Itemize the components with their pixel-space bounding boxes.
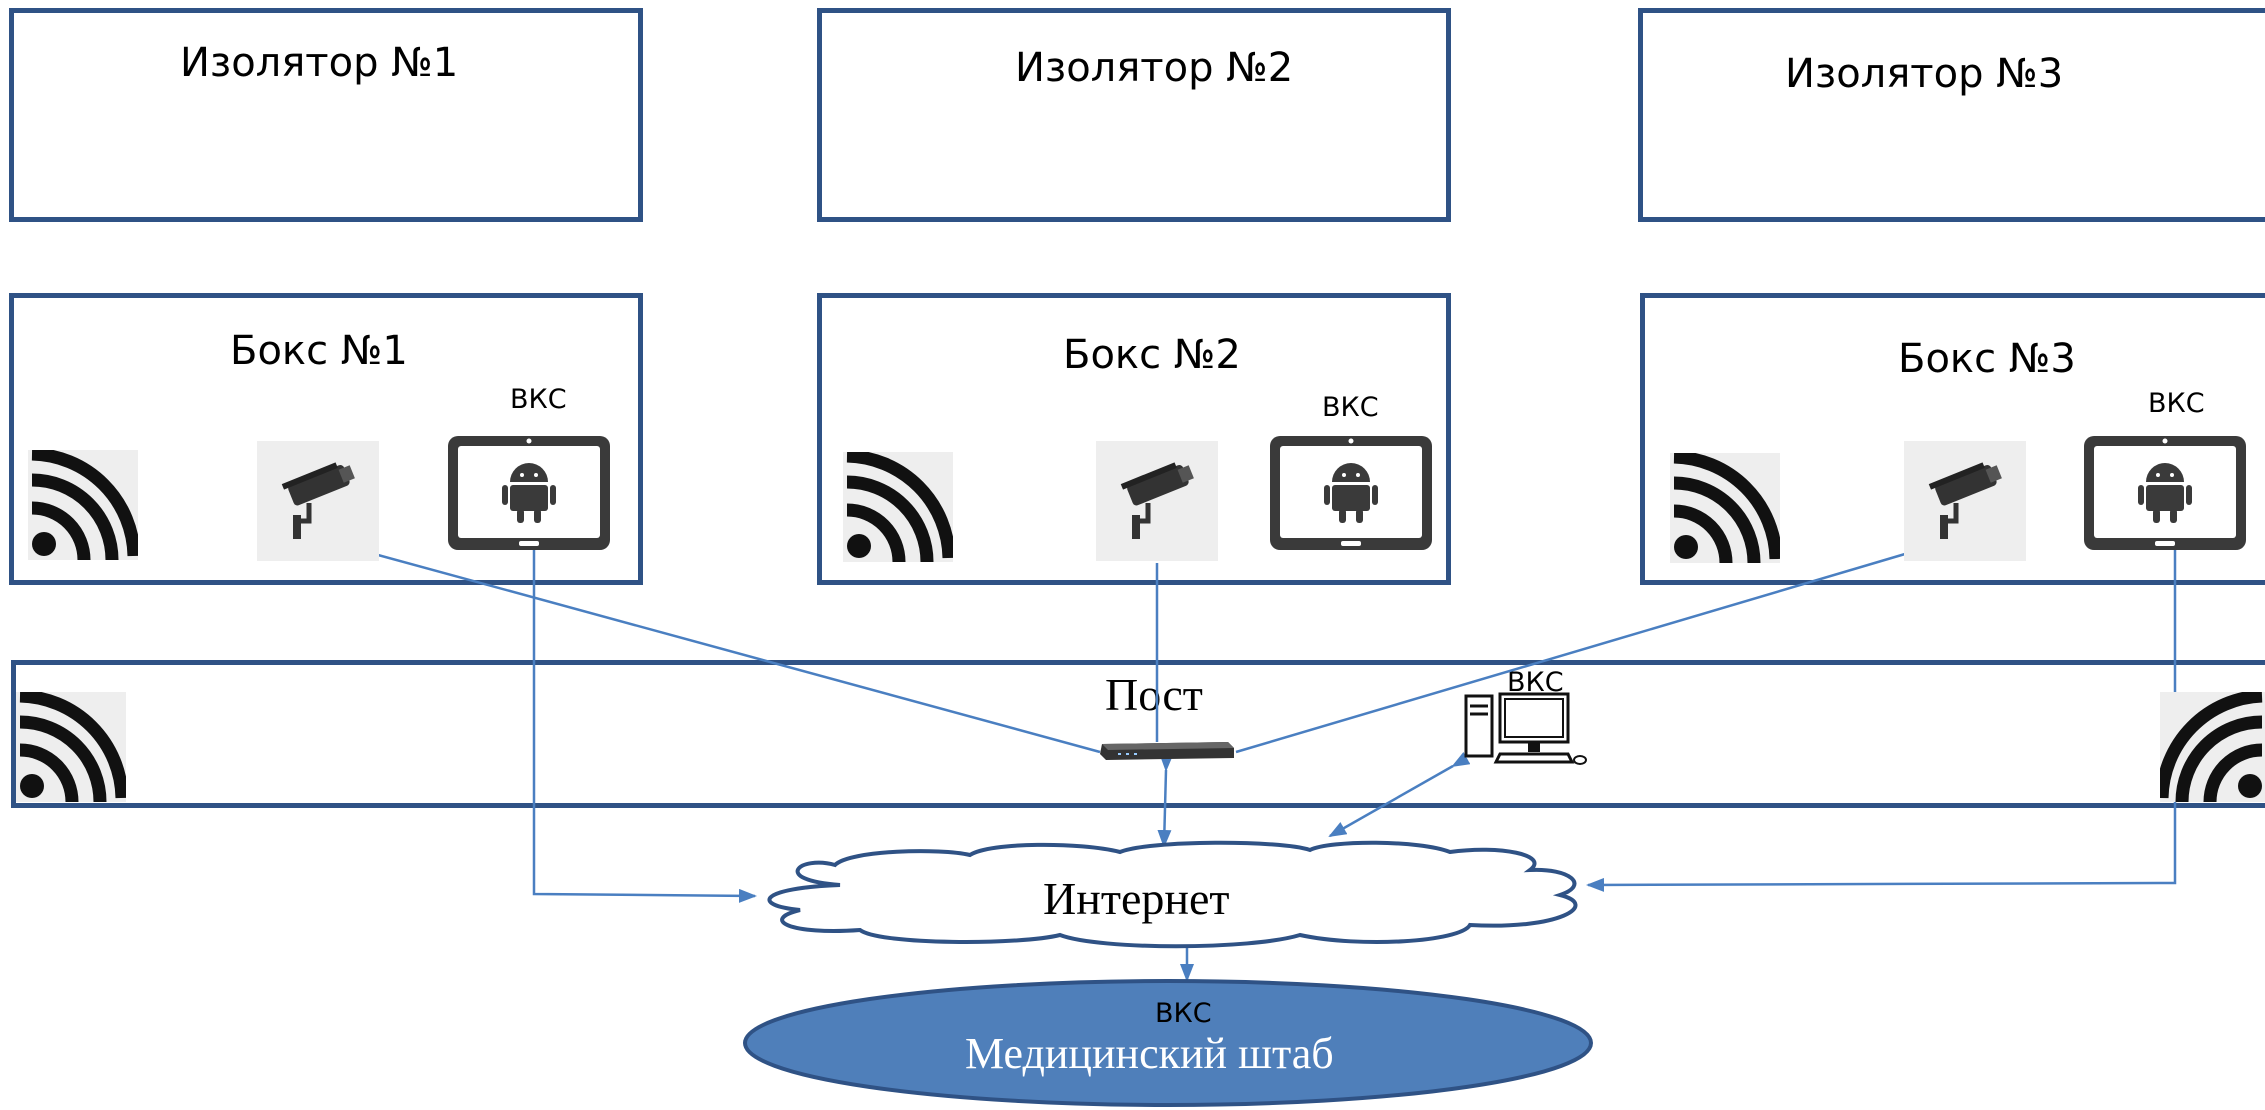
isolator-2-label: Изолятор №2 [1015, 45, 1294, 91]
wire-tablet1-internet [527, 529, 757, 903]
wifi-icon [1670, 453, 1780, 563]
hq-ellipse [743, 979, 1593, 1107]
hq-vks-label: ВКС [1155, 998, 1212, 1029]
post-label: Пост [1105, 669, 1203, 720]
cctv-camera-icon [1904, 441, 2026, 561]
isolator-3-label: Изолятор №3 [1785, 51, 2064, 97]
android-tablet-icon [2084, 436, 2246, 550]
wifi-icon [28, 450, 138, 560]
wire-pc-internet [1328, 752, 1471, 838]
isolator-2-box [817, 8, 1451, 222]
isolator-3-box [1638, 8, 2265, 222]
internet-cloud [767, 840, 1578, 949]
box-2-vks-label: ВКС [1322, 392, 1379, 423]
wire-camera1-switch [377, 553, 1101, 754]
network-switch-icon [1100, 742, 1234, 760]
wire-tablet3-internet [1586, 534, 2182, 892]
cctv-camera-icon [257, 441, 379, 561]
isolator-1-label: Изолятор №1 [180, 40, 459, 86]
hq-label: Медицинский штаб [965, 1029, 1334, 1078]
box-1-vks-label: ВКС [510, 384, 567, 415]
wifi-icon [16, 692, 126, 802]
box-1-label: Бокс №1 [230, 328, 408, 374]
android-tablet-icon [448, 436, 610, 550]
box-2-label: Бокс №2 [1063, 332, 1241, 378]
box-3-label: Бокс №3 [1898, 336, 2076, 382]
isolator-1-box [9, 8, 643, 222]
cctv-camera-icon [1096, 441, 1218, 561]
desktop-computer-icon [1464, 692, 1587, 765]
wire-switch-internet [1157, 753, 1174, 848]
android-tablet-icon [1270, 436, 1432, 550]
wifi-icon [843, 452, 953, 562]
internet-label: Интернет [1043, 873, 1230, 924]
box-3-vks-label: ВКС [2148, 388, 2205, 419]
wifi-icon [2160, 692, 2265, 802]
